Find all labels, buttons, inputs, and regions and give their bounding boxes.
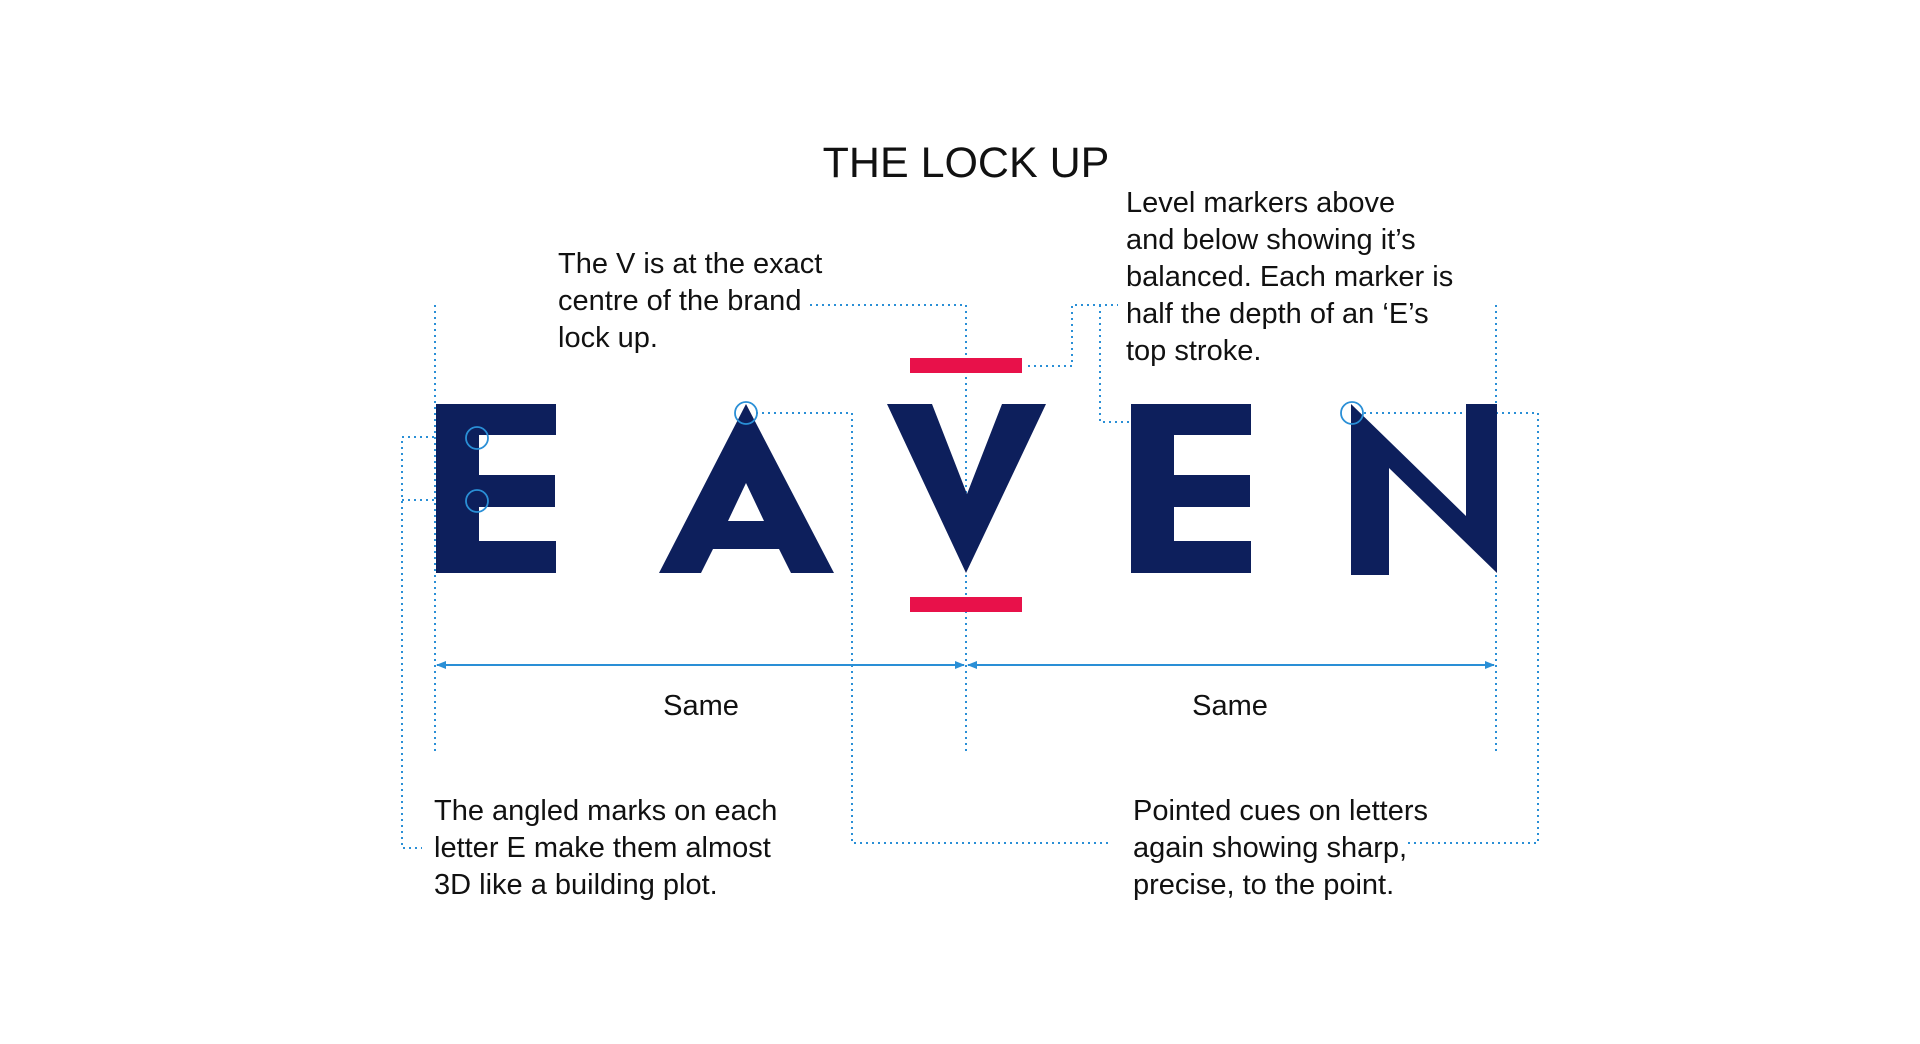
cue-circle-e-top [465, 426, 489, 450]
annotation-level-markers-line: Level markers above [1126, 187, 1395, 219]
annotation-angled-marks: The angled marks on each letter E make t… [434, 795, 785, 901]
cue-circle-n-corner [1340, 401, 1364, 425]
annotation-pointed-cues: Pointed cues on letters again showing sh… [1133, 795, 1436, 901]
annotation-v-centre-line: centre of the brand [558, 285, 801, 317]
level-markers [910, 358, 1022, 612]
wordmark-eaven [436, 404, 1497, 575]
dimension-left-label: Same [663, 690, 739, 722]
annotation-angled-marks-line: letter E make them almost [434, 832, 771, 864]
annotation-level-markers-line: half the depth of an ‘E’s [1126, 298, 1429, 330]
letter-n [1351, 404, 1497, 575]
annotation-v-centre: The V is at the exact centre of the bran… [558, 248, 830, 354]
letter-e-second [1131, 404, 1251, 573]
page-title: THE LOCK UP [823, 139, 1110, 187]
cue-circles [465, 401, 1364, 513]
annotation-v-centre-line: The V is at the exact [558, 248, 822, 280]
annotation-level-markers: Level markers above and below showing it… [1126, 187, 1461, 367]
letter-v [887, 404, 1046, 573]
cue-circle-e-middle [465, 489, 489, 513]
annotation-v-centre-line: lock up. [558, 322, 658, 354]
guide-lines [401, 304, 1539, 849]
guide-pointed-cue-a [756, 412, 1112, 844]
annotation-angled-marks-line: 3D like a building plot. [434, 869, 718, 901]
guide-pointed-cue-n [1364, 412, 1539, 844]
annotation-level-markers-line: top stroke. [1126, 335, 1261, 367]
level-marker-top [910, 358, 1022, 373]
annotation-pointed-cues-line: Pointed cues on letters [1133, 795, 1428, 827]
guide-level-marker-callout [1028, 304, 1118, 367]
annotation-level-markers-line: and below showing it’s [1126, 224, 1416, 256]
dimension-right-label: Same [1192, 690, 1268, 722]
annotation-pointed-cues-line: again showing sharp, [1133, 832, 1407, 864]
annotation-pointed-cues-line: precise, to the point. [1133, 869, 1394, 901]
annotation-level-markers-line: balanced. Each marker is [1126, 261, 1453, 293]
letter-a [659, 404, 834, 573]
cue-circle-a-apex [734, 401, 758, 425]
level-marker-bottom [910, 597, 1022, 612]
annotation-angled-marks-line: The angled marks on each [434, 795, 777, 827]
letter-e-first [436, 404, 556, 573]
